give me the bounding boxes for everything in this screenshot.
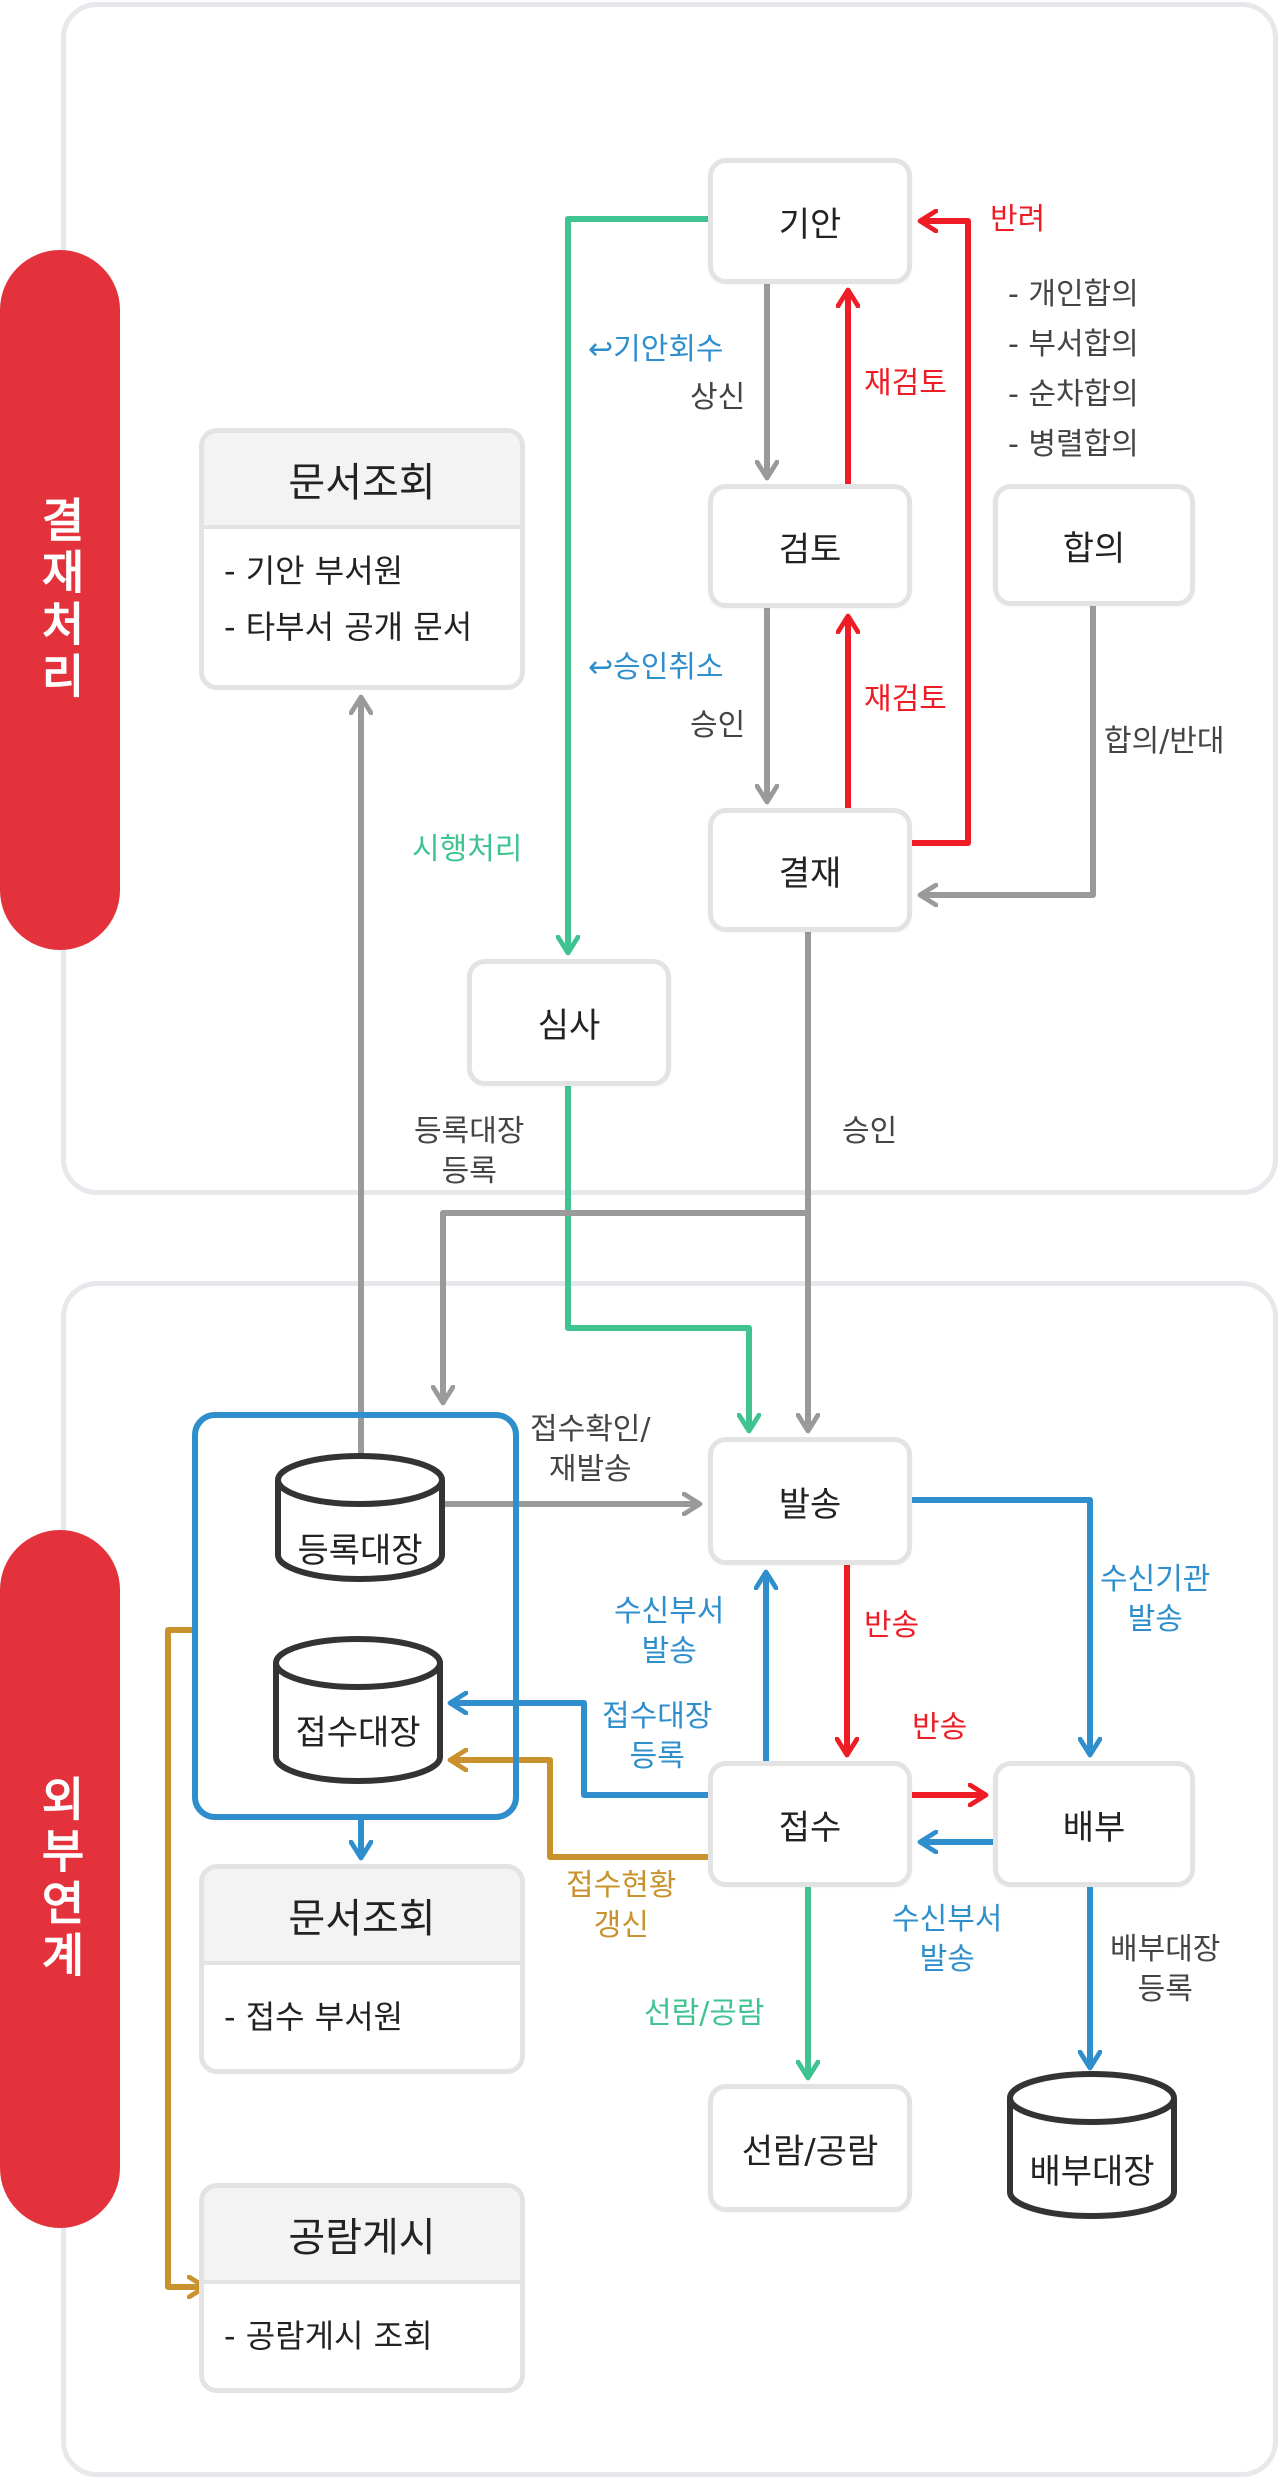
arrow-approve-to-draft-return <box>912 221 971 846</box>
receipt-register-cylinder <box>273 1636 443 1784</box>
card-doc-query-bottom-item: - 접수 부서원 <box>224 1998 404 2036</box>
section-title-external: 외부연계 <box>33 1775 87 1983</box>
label-return-send: 반송 <box>864 1608 920 1643</box>
consult-type-item: - 순차합의 <box>1008 377 1139 412</box>
label-distribute-reg-line2: 등록 <box>1137 1972 1193 2007</box>
node-review[interactable]: 검토 <box>708 484 912 608</box>
arrow-draft-to-audit <box>568 216 708 953</box>
receipt-register-cylinder-label: 접수대장 <box>295 1713 420 1753</box>
arrow-approve-to-register <box>443 1210 808 1403</box>
node-read-share[interactable]: 선람/공람 <box>708 2084 912 2212</box>
section-label-approval: 결재처리 <box>0 250 120 950</box>
arrow-receive-to-receipt-update <box>450 1760 708 1860</box>
label-submit: 상신 <box>690 380 746 415</box>
label-recv-org-send: 수신기관 발송 <box>1100 1560 1210 1640</box>
consult-types-list: - 개인합의 - 부서합의 - 순차합의 - 병렬합의 <box>1008 270 1139 470</box>
label-distribute-register: 배부대장 등록 <box>1110 1930 1220 2010</box>
label-confirm-resend: 접수확인/ 재발송 <box>530 1410 651 1490</box>
node-draft[interactable]: 기안 <box>708 158 912 284</box>
label-return-send-2: 반송 <box>912 1710 968 1745</box>
card-public-board-title: 공람게시 <box>204 2188 520 2284</box>
label-distribute-reg-line1: 배부대장 <box>1110 1932 1221 1967</box>
register-cylinder <box>275 1453 445 1582</box>
label-recv-dept-send-line1: 수신부서 <box>614 1594 725 1629</box>
label-read-share: 선람/공람 <box>644 1996 765 2031</box>
label-register: 등록대장 등록 <box>414 1112 524 1192</box>
node-distribute[interactable]: 배부 <box>993 1761 1195 1887</box>
node-receive[interactable]: 접수 <box>708 1761 912 1887</box>
label-consult-result: 합의/반대 <box>1104 724 1225 759</box>
label-re-review-1: 재검토 <box>864 366 947 401</box>
label-receipt-update-line1: 접수현황 <box>566 1868 677 1903</box>
label-recv-dept-send: 수신부서 발송 <box>614 1592 724 1672</box>
card-doc-query-bottom-title: 문서조회 <box>204 1869 520 1965</box>
register-group-box <box>192 1412 519 1820</box>
label-execute: 시행처리 <box>412 832 523 867</box>
label-recv-dept-send-line2: 발송 <box>641 1634 697 1669</box>
arrow-consult-to-approve <box>920 606 1096 895</box>
distribute-register-cylinder-label: 배부대장 <box>1029 2152 1154 2192</box>
card-doc-query-top-item: - 타부서 공개 문서 <box>224 608 473 646</box>
label-register-line1: 등록대장 <box>414 1114 525 1149</box>
arrow-send-to-distribute <box>912 1497 1090 1755</box>
label-re-review-2: 재검토 <box>864 682 947 717</box>
label-recv-dept-send-2: 수신부서 발송 <box>892 1900 1002 1980</box>
label-confirm-line1: 접수확인/ <box>530 1412 651 1447</box>
label-receipt-reg-line1: 접수대장 <box>602 1699 713 1734</box>
label-receipt-update-line2: 갱신 <box>593 1908 649 1943</box>
label-receipt-reg-line2: 등록 <box>629 1739 685 1774</box>
node-consult[interactable]: 합의 <box>993 484 1195 606</box>
section-title-approval: 결재처리 <box>33 496 87 704</box>
label-approval-2: 승인 <box>842 1114 898 1149</box>
label-receipt-update: 접수현황 갱신 <box>566 1866 676 1946</box>
card-doc-query-bottom[interactable]: 문서조회 - 접수 부서원 <box>199 1864 525 2074</box>
label-recv-org-send-line2: 발송 <box>1127 1602 1183 1637</box>
arrow-group-to-public-board <box>165 1627 205 2287</box>
card-doc-query-top-title: 문서조회 <box>204 433 520 529</box>
label-cancel-approval: ↩승인취소 <box>588 650 724 685</box>
node-approve[interactable]: 결재 <box>708 808 912 932</box>
consult-type-item: - 부서합의 <box>1008 327 1139 362</box>
label-return: 반려 <box>990 202 1046 237</box>
distribute-register-cylinder <box>1007 2071 1177 2219</box>
register-cylinder-label: 등록대장 <box>297 1531 422 1571</box>
section-label-external: 외부연계 <box>0 1530 120 2228</box>
card-public-board[interactable]: 공람게시 - 공람게시 조회 <box>199 2183 525 2393</box>
card-doc-query-top[interactable]: 문서조회 - 기안 부서원 - 타부서 공개 문서 <box>199 428 525 690</box>
label-approval-1: 승인 <box>690 708 746 743</box>
arrow-audit-to-send <box>565 1086 749 1431</box>
label-register-line2: 등록 <box>441 1154 497 1189</box>
card-public-board-item: - 공람게시 조회 <box>224 2317 433 2355</box>
label-recv-org-send-line1: 수신기관 <box>1100 1562 1211 1597</box>
label-recall-draft: ↩기안회수 <box>588 332 724 367</box>
node-audit[interactable]: 심사 <box>467 959 671 1086</box>
label-recv-dept-send2-line1: 수신부서 <box>892 1902 1003 1937</box>
node-send[interactable]: 발송 <box>708 1437 912 1565</box>
consult-type-item: - 개인합의 <box>1008 277 1139 312</box>
label-receipt-register: 접수대장 등록 <box>602 1697 712 1777</box>
label-recv-dept-send2-line2: 발송 <box>919 1942 975 1977</box>
label-confirm-line2: 재발송 <box>548 1452 632 1487</box>
card-doc-query-top-item: - 기안 부서원 <box>224 552 404 590</box>
consult-type-item: - 병렬합의 <box>1008 427 1139 462</box>
